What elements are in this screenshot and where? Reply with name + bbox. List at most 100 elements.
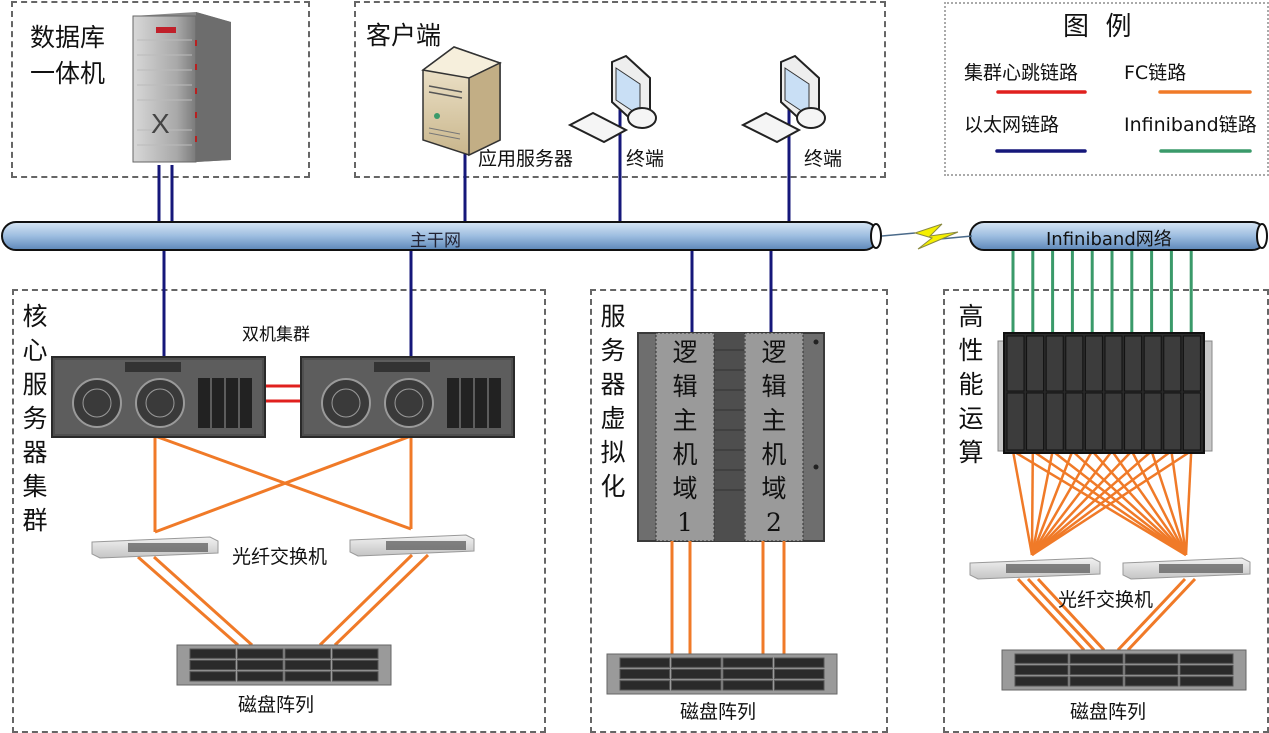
disk-slot [1014,653,1069,664]
disk-slot [189,659,236,671]
logical-domain-1-char: 1 [677,508,693,537]
db-machine-label-line2: 一体机 [30,59,106,88]
disk-slot [671,657,722,668]
core-server-node-2 [300,356,515,438]
virt-disk-array [606,653,838,695]
hpc-title: 高性能运算 [956,300,986,470]
core-cluster-title-char: 心 [22,336,48,365]
core-cluster-group [12,289,546,733]
blade-slot-bottom [1065,392,1084,451]
core-cluster-title-char: 器 [22,438,48,467]
disk-slot [1124,664,1179,676]
hpc-switch-disk-links [1016,577,1197,652]
disk-slot [722,668,773,680]
hpc-fc-switch-1 [969,557,1101,580]
database-machine-icon: X [132,12,231,163]
logical-domain-2-char: 机 [761,440,787,469]
disk-slot [189,648,236,659]
disk-slot [1124,676,1179,687]
hpc-fc-link [1031,450,1133,556]
core-fc-switch-2 [349,534,475,557]
blade-slot-bottom [1124,392,1143,451]
blade-slot-bottom [1084,392,1103,451]
hpc-fc-link [1170,450,1188,556]
hpc-fc-link [1031,450,1153,556]
infiniband-links [1011,250,1193,335]
hpc-fc-switch-2 [1122,557,1251,580]
blade-slot-top [1143,335,1162,392]
hpc-title-char: 运 [958,404,984,433]
blade-slot-bottom [1006,392,1025,451]
backbone-label: 主干网 [410,231,461,251]
virtualization-server [637,332,825,542]
core-disk-array-label: 磁盘阵列 [238,694,315,716]
disk-slot [619,657,670,668]
core-cluster-title-char: 群 [22,506,48,535]
terminal-1-label: 终端 [626,148,665,170]
hpc-fc-link [1150,450,1188,556]
disk-slot [619,680,670,691]
disk-slot [722,657,773,668]
legend-label-infiniband: Infiniband链路 [1124,114,1257,136]
disk-slot [332,671,379,682]
logical-domain-1-char: 辑 [672,372,698,401]
ethernet-links [157,100,791,360]
blade-slot-bottom [1143,392,1162,451]
hpc-fc-link [1184,450,1193,556]
logical-domain-1-char: 域 [672,474,698,503]
hpc-fc-links [1011,449,1193,557]
hpc-fc-switch-label: 光纤交换机 [1058,589,1154,611]
virtualization-title-char: 务 [600,336,626,365]
hpc-fc-link [1051,450,1187,556]
virt-fc-links [670,541,786,654]
disk-slot [1124,653,1179,664]
virt-disk-array-label: 磁盘阵列 [680,701,757,723]
db-machine-label-line1: 数据库 [30,23,106,52]
blade-slot-bottom [1045,392,1064,451]
disk-slot [284,671,331,682]
blade-slot-top [1084,335,1103,392]
legend-label-ethernet: 以太网链路 [964,114,1060,136]
logical-domain-1-char: 机 [672,440,698,469]
core-fc-switch-label: 光纤交换机 [232,546,328,568]
legend-label-fc: FC链路 [1124,62,1187,84]
blade-slot-top [1065,335,1084,392]
disk-slot [284,659,331,671]
blade-slot-bottom [1163,392,1182,451]
blade-slot-bottom [1026,392,1045,451]
legend-lines [995,90,1252,153]
client-group-title: 客户端 [366,21,442,50]
blade-slot-top [1124,335,1143,392]
disk-slot [1179,676,1234,687]
dual-cluster-label: 双机集群 [242,325,310,345]
terminal-2-label: 终端 [804,148,843,170]
svg-text:X: X [151,108,170,139]
disk-slot [1069,653,1124,664]
core-cluster-title-char: 务 [22,404,48,433]
virtualization-title: 服务器虚拟化 [598,300,628,504]
virtualization-group [590,289,888,733]
disk-slot [332,648,379,659]
disk-slot [619,668,670,680]
disk-slot [1014,664,1069,676]
virtualization-title-char: 服 [600,302,626,331]
hpc-fc-link [1030,450,1035,556]
virtualization-title-char: 拟 [600,438,626,467]
hpc-disk-array [1001,649,1247,691]
core-fc-links [137,434,430,647]
hpc-fc-link [1031,450,1113,556]
hpc-fc-link [1011,450,1034,556]
disk-slot [1069,664,1124,676]
hpc-fc-link [1012,449,1187,557]
disk-slot [1014,676,1069,687]
hpc-title-char: 算 [958,438,984,467]
disk-slot [671,680,722,691]
hpc-disk-array-label: 磁盘阵列 [1070,701,1147,723]
hpc-fc-link [1030,450,1094,556]
blade-slot-top [1104,335,1123,392]
virtualization-title-char: 虚 [600,404,626,433]
disk-slot [189,671,236,682]
disk-slot [774,680,825,691]
hpc-blade-chassis [997,332,1213,454]
hpc-title-char: 性 [958,336,984,365]
